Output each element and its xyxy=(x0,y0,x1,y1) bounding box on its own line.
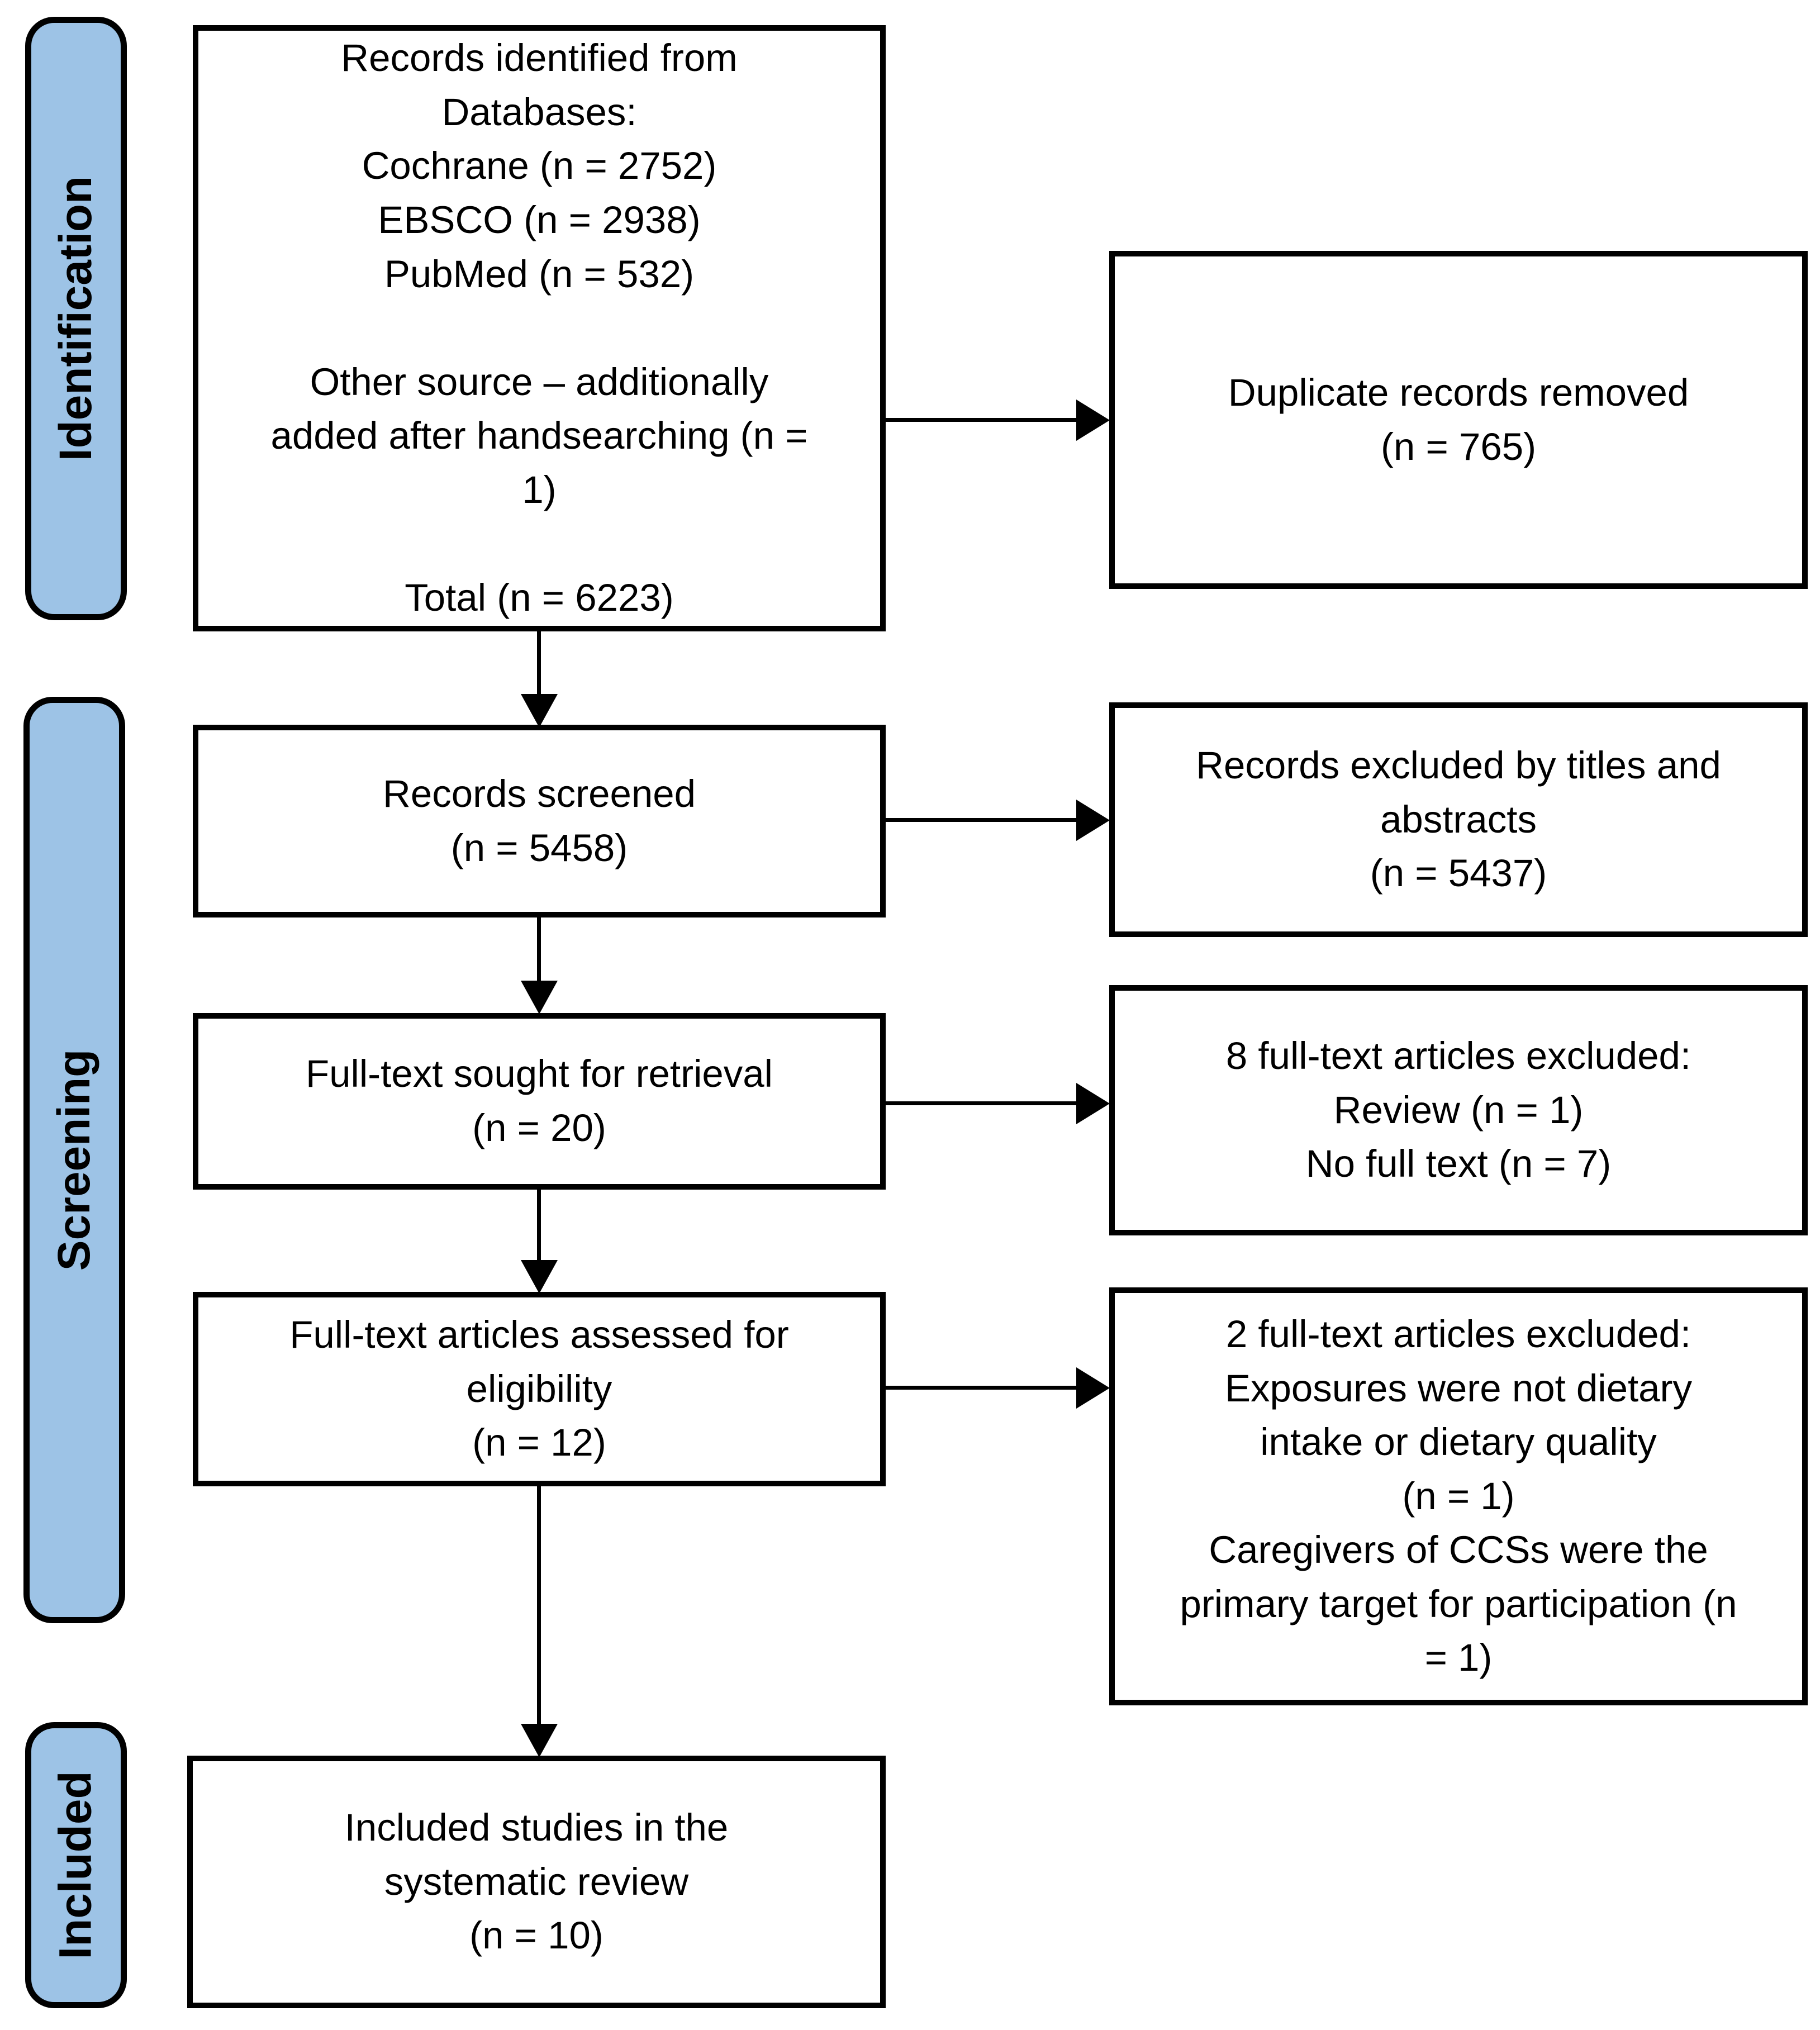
duplicates-removed-box: Duplicate records removed (n = 765) xyxy=(1109,251,1808,589)
arrow-down-head xyxy=(521,694,558,728)
stage-label-screening: Screening xyxy=(23,697,125,1623)
fulltext-assessed-box: Full-text articles assessed for eligibil… xyxy=(193,1292,886,1486)
fulltext-assessed-text: Full-text articles assessed for eligibil… xyxy=(289,1313,789,1465)
records-screened-text: Records screened (n = 5458) xyxy=(383,772,696,869)
arrow-right-head xyxy=(1076,400,1110,441)
arrow-shaft xyxy=(886,1101,1078,1105)
records-screened-box: Records screened (n = 5458) xyxy=(193,725,886,917)
arrow-shaft xyxy=(537,1486,541,1725)
arrow-shaft xyxy=(537,917,541,982)
fulltext-excluded-2-box: 2 full-text articles excluded: Exposures… xyxy=(1109,1287,1808,1705)
records-identified-text: Records identified from Databases: Cochr… xyxy=(270,36,808,620)
arrow-right-head xyxy=(1076,1367,1110,1409)
arrow-shaft xyxy=(886,818,1078,822)
fulltext-excluded-8-box: 8 full-text articles excluded: Review (n… xyxy=(1109,985,1808,1235)
stage-label-included-text: Included xyxy=(50,1771,102,1960)
arrow-shaft xyxy=(886,418,1078,422)
included-studies-text: Included studies in the systematic revie… xyxy=(344,1806,729,1957)
stage-label-screening-text: Screening xyxy=(49,1049,99,1271)
duplicates-removed-text: Duplicate records removed (n = 765) xyxy=(1228,370,1689,468)
arrow-down-head xyxy=(521,1260,558,1294)
fulltext-excluded-2-text: 2 full-text articles excluded: Exposures… xyxy=(1180,1312,1737,1680)
stage-label-identification-text: Identification xyxy=(50,175,101,462)
arrow-shaft xyxy=(886,1386,1078,1390)
fulltext-excluded-8-text: 8 full-text articles excluded: Review (n… xyxy=(1225,1034,1691,1186)
included-studies-box: Included studies in the systematic revie… xyxy=(187,1756,886,2008)
records-excluded-titles-text: Records excluded by titles and abstracts… xyxy=(1196,744,1721,895)
stage-label-included: Included xyxy=(25,1722,127,2008)
records-identified-box: Records identified from Databases: Cochr… xyxy=(193,25,886,631)
arrow-right-head xyxy=(1076,800,1110,841)
fulltext-sought-box: Full-text sought for retrieval (n = 20) xyxy=(193,1013,886,1190)
arrow-right-head xyxy=(1076,1083,1110,1124)
arrow-down-head xyxy=(521,1724,558,1757)
records-excluded-titles-box: Records excluded by titles and abstracts… xyxy=(1109,702,1808,937)
arrow-shaft xyxy=(537,1190,541,1262)
arrow-down-head xyxy=(521,981,558,1014)
fulltext-sought-text: Full-text sought for retrieval (n = 20) xyxy=(306,1052,773,1149)
arrow-shaft xyxy=(537,631,541,697)
stage-label-identification: Identification xyxy=(25,17,127,620)
